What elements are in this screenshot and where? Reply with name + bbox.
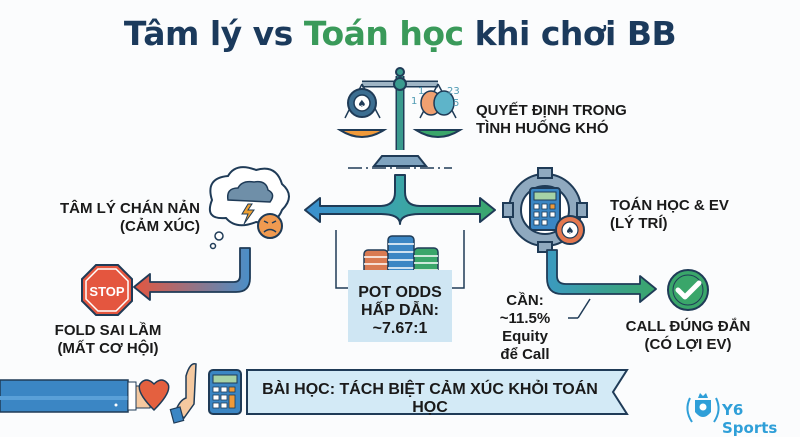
lesson-banner — [246, 369, 629, 415]
check-circle-icon — [667, 269, 709, 311]
math-branch-label: TOÁN HỌC & EV (LÝ TRÍ) — [610, 197, 729, 233]
emotion-branch-label: TÂM LÝ CHÁN NẢN (CẢM XÚC) — [40, 200, 200, 236]
emotion-label-line1: TÂM LÝ CHÁN NẢN — [60, 200, 200, 217]
svg-text:♠: ♠ — [566, 226, 575, 237]
stop-hand-icon — [169, 363, 197, 424]
chip-stacks-icon — [363, 235, 439, 277]
fold-outcome-label: FOLD SAI LẦM (MẤT CƠ HỘI) — [38, 322, 178, 358]
balance-scale-icon: ♠ 1 1 23 5 — [336, 67, 464, 169]
center-decision-label: QUYẾT ĐỊNH TRONG TÌNH HUỐNG KHÓ — [476, 102, 627, 138]
center-label-line1: QUYẾT ĐỊNH TRONG — [476, 102, 627, 119]
storm-cloud-angry-face-icon — [208, 166, 290, 250]
call-outcome-label: CALL ĐÚNG ĐẮN (CÓ LỢI EV) — [618, 318, 758, 354]
calculator-icon — [208, 369, 242, 415]
requirement-line1: CẦN: — [506, 292, 544, 309]
call-label-line2: (CÓ LỢI EV) — [644, 336, 732, 353]
call-label-line1: CALL ĐÚNG ĐẮN — [625, 318, 751, 335]
call-arrow — [546, 249, 657, 303]
math-label-line2: (LÝ TRÍ) — [610, 215, 668, 232]
requirement-line2: ~11.5% Equity — [499, 310, 551, 345]
center-label-line2: TÌNH HUỐNG KHÓ — [476, 120, 609, 137]
fold-label-line2: (MẤT CƠ HỘI) — [57, 340, 159, 357]
pot-odds-box: POT ODDS HẤP DẪN: ~7.67:1 — [348, 270, 452, 342]
y6-sports-logo-icon — [686, 393, 720, 423]
pot-odds-line2: HẤP DẪN: — [361, 302, 439, 319]
brand-logo-text: Y6 Sports — [722, 401, 778, 437]
fold-label-line1: FOLD SAI LẦM — [54, 322, 162, 339]
stop-sign-icon: STOP — [81, 264, 133, 316]
svg-text:STOP: STOP — [89, 284, 124, 299]
emotion-label-line2: (CẢM XÚC) — [120, 218, 200, 235]
math-label-line1: TOÁN HỌC & EV — [610, 197, 729, 214]
svg-text:♠: ♠ — [358, 99, 367, 110]
branch-arrows — [304, 174, 496, 225]
fold-arrow — [133, 247, 251, 301]
title-accent: Toán học — [303, 14, 464, 53]
requirement-line3: để Call — [500, 346, 550, 363]
pot-odds-line1: POT ODDS — [358, 284, 442, 301]
pot-odds-value: ~7.67:1 — [372, 320, 428, 337]
svg-text:23: 23 — [447, 86, 460, 97]
title-part1: Tâm lý vs — [123, 14, 304, 53]
hand-heart-icon — [0, 379, 170, 413]
lesson-text: BÀI HỌC: TÁCH BIỆT CẢM XÚC KHỎI TOÁN HỌC — [262, 381, 598, 416]
svg-text:1: 1 — [411, 96, 417, 107]
title-part2: khi chơi BB — [463, 14, 677, 53]
page-title: Tâm lý vs Toán học khi chơi BB — [0, 14, 800, 53]
gear-calculator-icon: ♠ — [502, 167, 588, 253]
svg-text:1: 1 — [418, 86, 424, 97]
equity-requirement-label: CẦN: ~11.5% Equity để Call — [480, 292, 570, 364]
svg-text:5: 5 — [453, 98, 459, 109]
